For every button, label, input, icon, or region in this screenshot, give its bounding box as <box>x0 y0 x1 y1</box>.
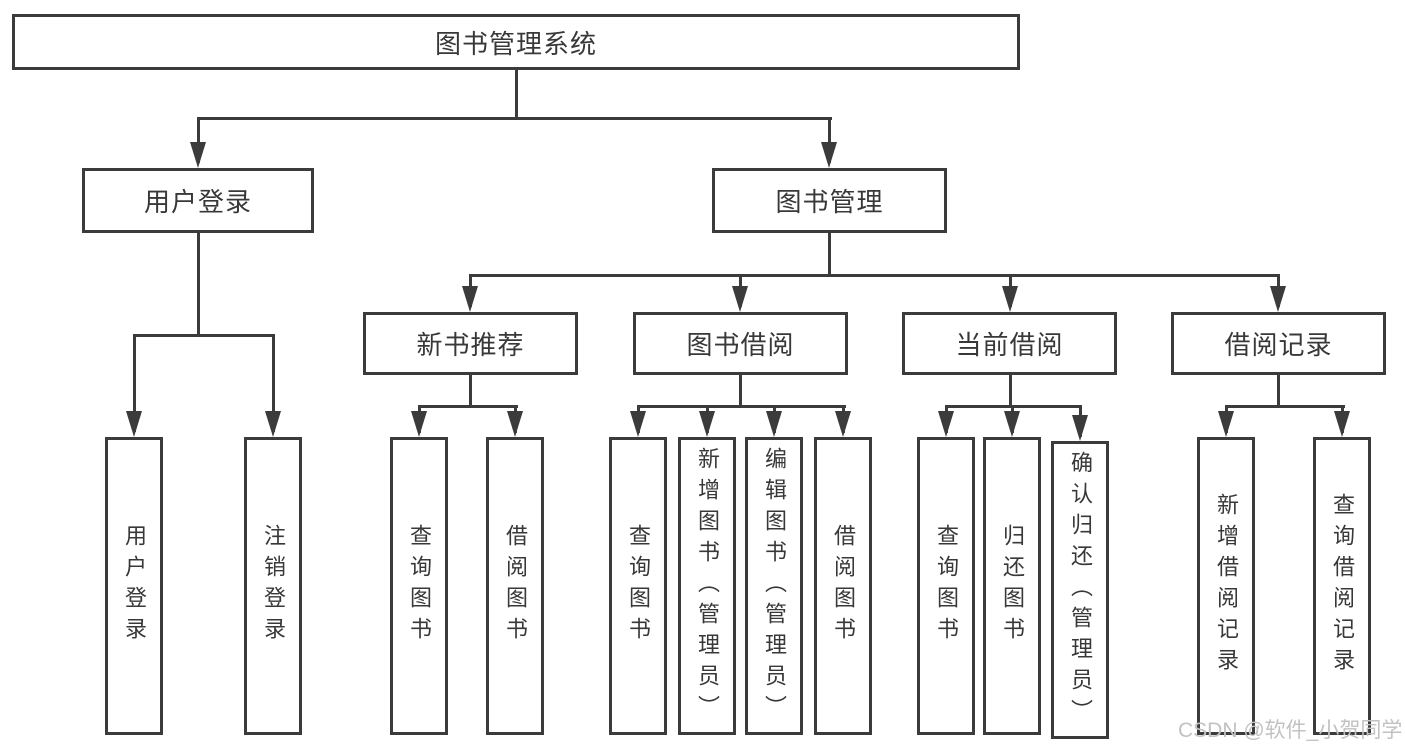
leaf-confirm-return-admin: 确认归还（管理员） <box>1051 441 1109 739</box>
leaf-user-login: 用户登录 <box>105 437 163 735</box>
node-new-book-recommend: 新书推荐 <box>363 312 578 375</box>
leaf-query-books-current: 查询图书 <box>917 437 975 735</box>
connector-line <box>828 233 831 277</box>
arrow-down-icon <box>1072 415 1088 441</box>
arrow-down-icon <box>265 411 281 437</box>
arrow-down-icon <box>835 411 851 437</box>
arrow-down-icon <box>630 411 646 437</box>
arrow-down-icon <box>507 411 523 437</box>
arrow-down-icon <box>821 142 837 168</box>
node-book-management: 图书管理 <box>712 168 947 233</box>
leaf-confirm-return-admin-label: 确认归还（管理员） <box>1068 450 1093 730</box>
node-library-system-label: 图书管理系统 <box>434 28 597 59</box>
arrow-down-icon <box>766 411 782 437</box>
leaf-edit-books-admin: 编辑图书（管理员） <box>745 437 803 735</box>
node-book-borrow: 图书借阅 <box>633 312 848 375</box>
connector-line <box>469 274 1280 277</box>
connector-line <box>1225 405 1345 408</box>
leaf-borrow-books-recommend: 借阅图书 <box>486 437 544 735</box>
arrow-down-icon <box>699 411 715 437</box>
leaf-query-books-current-label: 查询图书 <box>934 524 959 648</box>
node-borrow-records: 借阅记录 <box>1171 312 1386 375</box>
arrow-down-icon <box>938 411 954 437</box>
node-user-login: 用户登录 <box>82 168 314 233</box>
node-book-borrow-label: 图书借阅 <box>686 330 795 360</box>
connector-line <box>197 117 832 120</box>
connector-line <box>828 117 831 163</box>
connector-line <box>197 233 200 337</box>
arrow-down-icon <box>1270 286 1286 312</box>
node-current-borrow-label: 当前借阅 <box>955 330 1064 360</box>
node-library-system: 图书管理系统 <box>12 14 1020 70</box>
node-current-borrow: 当前借阅 <box>902 312 1117 375</box>
connector-line <box>133 334 275 337</box>
connector-line <box>739 375 742 408</box>
arrow-down-icon <box>126 411 142 437</box>
connector-line <box>272 334 275 432</box>
csdn-watermark: CSDN @软件_小贺同学 <box>1178 719 1403 742</box>
leaf-edit-books-admin-label: 编辑图书（管理员） <box>762 446 787 726</box>
connector-line <box>418 405 518 408</box>
leaf-add-borrow-record-label: 新增借阅记录 <box>1214 493 1239 679</box>
leaf-query-books-borrow: 查询图书 <box>609 437 667 735</box>
arrow-down-icon <box>190 142 206 168</box>
leaf-borrow-books-recommend-label: 借阅图书 <box>503 524 528 648</box>
connector-line <box>1009 375 1012 408</box>
leaf-query-borrow-record: 查询借阅记录 <box>1313 437 1371 735</box>
connector-line <box>1277 375 1280 408</box>
arrow-down-icon <box>732 286 748 312</box>
connector-line <box>197 117 200 163</box>
node-new-book-recommend-label: 新书推荐 <box>416 330 525 360</box>
arrow-down-icon <box>1218 411 1234 437</box>
node-user-login-label: 用户登录 <box>143 187 252 217</box>
connector-line <box>515 70 518 118</box>
arrow-down-icon <box>411 411 427 437</box>
connector-line <box>637 405 846 408</box>
leaf-add-books-admin: 新增图书（管理员） <box>678 437 736 735</box>
arrow-down-icon <box>462 286 478 312</box>
leaf-query-borrow-record-label: 查询借阅记录 <box>1330 493 1355 679</box>
leaf-borrow-books: 借阅图书 <box>814 437 872 735</box>
leaf-query-books-recommend-label: 查询图书 <box>407 524 432 648</box>
arrow-down-icon <box>1334 411 1350 437</box>
leaf-user-login-label: 用户登录 <box>122 524 147 648</box>
arrow-down-icon <box>1004 411 1020 437</box>
connector-line <box>133 334 136 432</box>
node-borrow-records-label: 借阅记录 <box>1224 330 1333 360</box>
leaf-return-books-label: 归还图书 <box>1000 524 1025 648</box>
leaf-logout: 注销登录 <box>244 437 302 735</box>
connector-line <box>469 375 472 408</box>
leaf-add-books-admin-label: 新增图书（管理员） <box>695 446 720 726</box>
leaf-borrow-books-label: 借阅图书 <box>831 524 856 648</box>
leaf-return-books: 归还图书 <box>983 437 1041 735</box>
arrow-down-icon <box>1002 286 1018 312</box>
leaf-query-books-recommend: 查询图书 <box>390 437 448 735</box>
leaf-logout-label: 注销登录 <box>261 524 286 648</box>
node-book-management-label: 图书管理 <box>775 187 884 217</box>
leaf-add-borrow-record: 新增借阅记录 <box>1197 437 1255 735</box>
leaf-query-books-borrow-label: 查询图书 <box>626 524 651 648</box>
